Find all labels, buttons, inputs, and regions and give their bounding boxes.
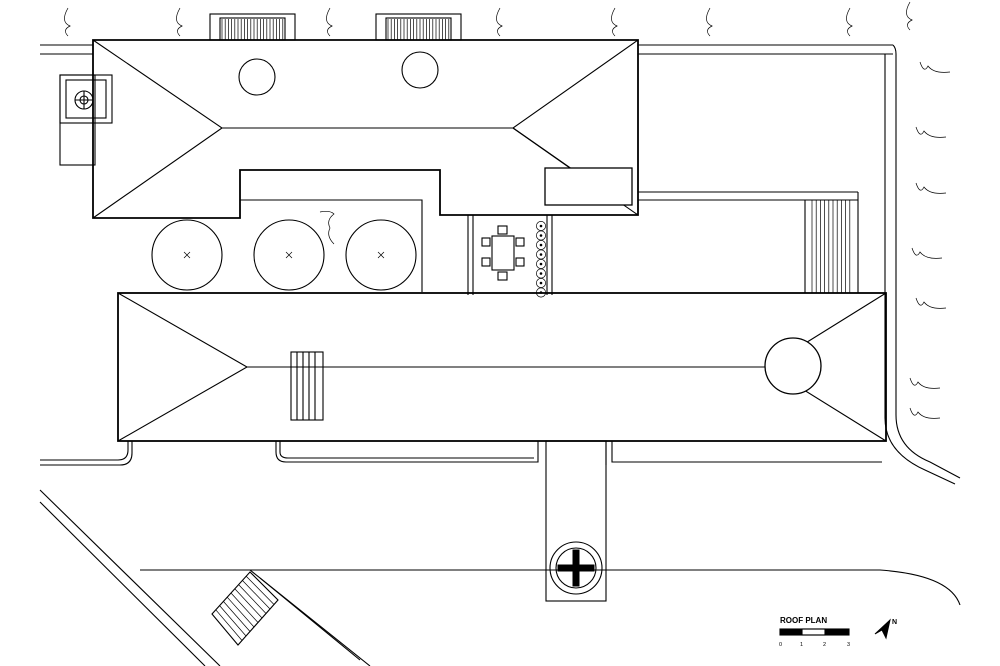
scale-tick-2: 2 [823,642,826,648]
patio-dining-area [467,215,553,298]
north-arrow-icon: N [874,618,897,640]
roof-vent-slats [290,351,324,421]
diagonal-boundary-wall [39,489,371,666]
courtyard [151,199,423,292]
drawing-title: ROOF PLAN [780,616,827,625]
deck-and-stairs [638,191,859,293]
site-pathways [40,441,882,466]
tree-symbols-right [909,61,951,419]
access-road [140,569,961,606]
skylight-right [401,51,439,89]
circular-planter-3 [345,219,417,291]
circular-planter-1 [151,219,223,291]
round-entry-feature [549,541,603,595]
entry-walkway [545,440,607,602]
scale-tick-3: 3 [847,642,850,648]
north-label: N [892,619,897,626]
scale-tick-0: 0 [779,642,782,648]
rooftop-unit [544,167,633,206]
right-boundary-wall [884,44,961,485]
chimney-shaft [59,74,113,166]
dining-table [491,235,515,271]
circular-planter-2 [253,219,325,291]
round-skylight [764,337,822,395]
tree-symbols-top [64,1,913,37]
roof-stair-vent-right [375,13,462,41]
scale-tick-1: 1 [800,642,803,648]
scale-bar: ROOF PLAN 0 1 2 3 [779,616,850,648]
lower-building-roof [117,292,887,442]
skylight-left [238,58,276,96]
roof-stair-vent-left [209,13,296,41]
upper-building-roof [92,39,639,219]
top-boundary-wall [40,44,893,55]
